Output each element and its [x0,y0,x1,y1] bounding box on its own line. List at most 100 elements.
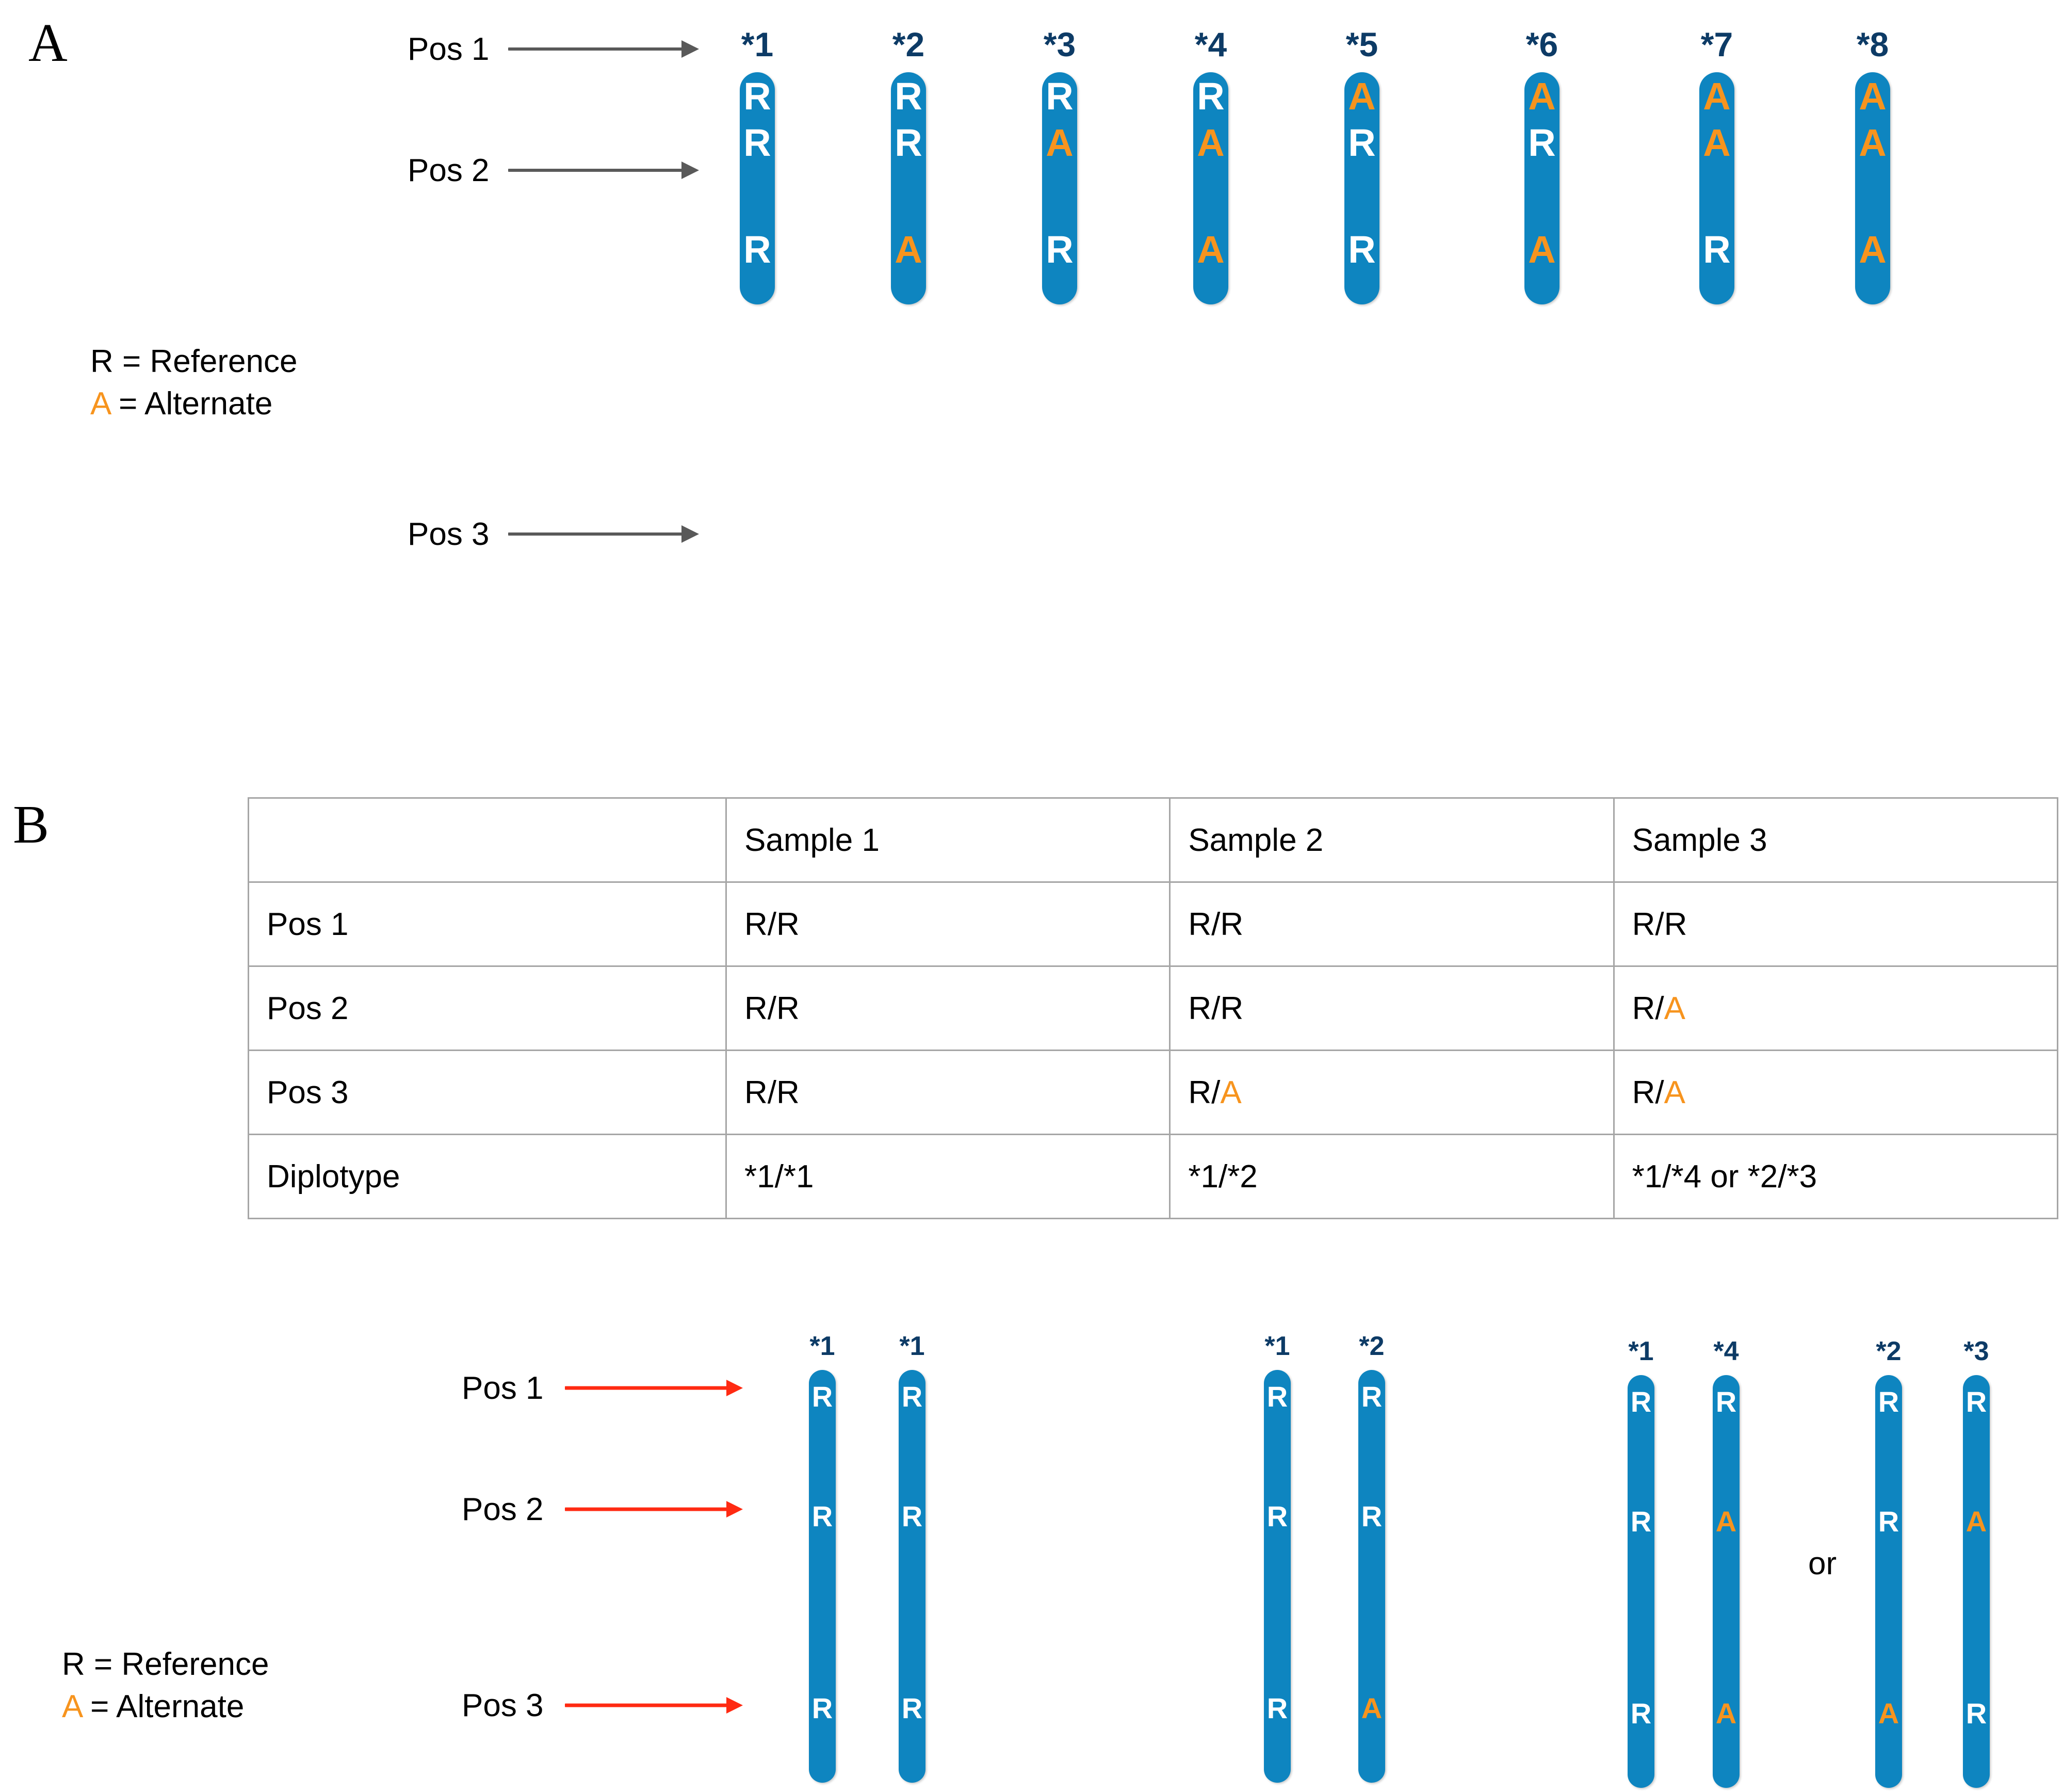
allele-pos2: R [1348,121,1376,165]
panel-label-a: A [28,12,68,73]
haplotype-name-label: *3 [1043,25,1076,63]
genotype-table: Sample 1 Sample 2 Sample 3 Pos 1 R/R R/R… [248,797,2059,1219]
allele-pos1: R [1361,1380,1383,1413]
haplotype-name-label: *1 [1264,1331,1290,1361]
haplotype-bar-shape [1524,72,1560,304]
sample1-haplotype-bar-1[interactable]: *1 R R R [809,1331,836,1783]
arrow-head [681,162,699,179]
pos2-label-panel-a: Pos 2 [408,153,490,188]
arrow-shaft [565,1507,728,1511]
legend-reference-letter: R [90,344,113,379]
haplotype-name-label: *5 [1345,25,1378,63]
sample2-haplotype-bar-2[interactable]: *2 R R A [1358,1331,1385,1783]
allele-pos2: R [1630,1505,1652,1538]
genotype-ref-part: R/ [1188,1074,1221,1110]
haplotype-name-label: *2 [1876,1336,1902,1366]
allele-pos3: A [1878,1697,1899,1730]
sample1-haplotype-bar-2[interactable]: *1 R R R [899,1331,925,1783]
table-row-pos3: Pos 3 R/R R/A R/A [248,1050,2059,1135]
haplotype-name-label: *1 [899,1331,925,1361]
allele-pos1: A [1859,75,1887,118]
legend-alternate-letter: A [62,1688,82,1724]
sample3-option1-haplotype-bar-2[interactable]: *4 R A A [1713,1336,1740,1788]
haplotype-name-label: *7 [1700,25,1733,63]
allele-pos2: R [743,121,771,165]
arrow-shaft [508,169,684,172]
legend-alternate-line: A = Alternate [90,383,298,425]
allele-pos1: R [1630,1385,1652,1418]
table-row-diplotype: Diplotype *1/*1 *1/*2 *1/*4 or *2/*3 [248,1134,2059,1219]
cell-diplotype-sample1: *1/*1 [725,1134,1171,1219]
sample3-option1-haplotype-bar-1[interactable]: *1 R R R [1628,1336,1654,1788]
sample3-option2-haplotype-bar-1[interactable]: *2 R R A [1875,1336,1902,1788]
allele-pos3: R [1703,228,1731,271]
haplotype-bar-shape [1193,72,1228,304]
allele-pos2: A [1965,1505,1987,1538]
haplotype-bar-shape [1963,1375,1990,1788]
allele-pos1: R [1046,75,1074,118]
haplotype-bar-star5[interactable]: *5 A R R [1344,25,1379,304]
allele-pos1: R [1197,75,1225,118]
allele-pos2: A [1046,121,1074,165]
genotype-ref-part: R/ [1632,990,1664,1026]
cell-pos2-sample3: R/A [1613,965,2059,1051]
haplotype-bar-shape [1344,72,1379,304]
haplotype-name-label: *6 [1525,25,1558,63]
haplotype-name-label: *1 [1628,1336,1654,1366]
genotype-ref-part: R/R [744,990,800,1026]
cell-pos3-sample3: R/A [1613,1050,2059,1135]
legend-reference-line: R = Reference [62,1643,269,1686]
genotype-ref-part: R/ [1632,1074,1664,1110]
pos3-label-panel-a: Pos 3 [408,516,490,552]
arrow-shaft [508,532,684,536]
column-header-sample-1: Sample 1 [725,797,1171,883]
sample2-haplotype-bar-1[interactable]: *1 R R R [1264,1331,1291,1783]
arrow-head [726,1380,743,1396]
arrow-head [726,1697,743,1714]
haplotype-name-label: *3 [1963,1336,1989,1366]
allele-pos2: R [1361,1500,1383,1532]
legend-reference-line: R = Reference [90,341,298,383]
pos1-label-panel-b: Pos 1 [462,1370,544,1406]
haplotype-name-label: *2 [892,25,925,63]
haplotype-bar-star8[interactable]: *8 A A A [1855,25,1890,304]
sample3-option2-haplotype-bar-2[interactable]: *3 R A R [1963,1336,1990,1788]
haplotype-bar-star3[interactable]: *3 R A R [1042,25,1077,304]
cell-diplotype-sample2: *1/*2 [1169,1134,1615,1219]
arrow-head [681,525,699,543]
allele-pos2: A [1703,121,1731,165]
legend-alternate-letter: A [90,385,110,422]
allele-pos1: R [1965,1385,1987,1418]
legend-panel-a: R = Reference A = Alternate [90,341,298,425]
allele-pos1: R [743,75,771,118]
haplotype-bar-star2[interactable]: *2 R R A [891,25,926,304]
haplotype-bar-shape [1628,1375,1654,1788]
allele-pos3: A [1361,1692,1383,1724]
haplotype-bar-shape [899,1370,925,1783]
allele-pos3: R [1046,228,1074,271]
row-label-pos1: Pos 1 [248,881,727,967]
haplotype-bar-shape [1264,1370,1291,1783]
allele-pos1: R [1266,1380,1288,1413]
haplotype-bar-shape [1358,1370,1385,1783]
allele-pos1: R [811,1380,833,1413]
row-label-pos3: Pos 3 [248,1050,727,1135]
cell-pos3-sample1: R/R [725,1050,1171,1135]
haplotype-name-label: *8 [1856,25,1889,63]
haplotype-bar-star4[interactable]: *4 R A A [1193,25,1228,304]
allele-pos3: A [1859,228,1887,271]
arrow-shaft [508,47,684,51]
haplotype-bar-star7[interactable]: *7 A A R [1699,25,1734,304]
haplotype-bar-shape [809,1370,836,1783]
cell-pos1-sample3: R/R [1613,881,2059,967]
allele-pos1: A [1703,75,1731,118]
cell-diplotype-sample3: *1/*4 or *2/*3 [1613,1134,2059,1219]
haplotype-name-label: *2 [1359,1331,1385,1361]
haplotype-bar-shape [1699,72,1734,304]
row-label-diplotype: Diplotype [248,1134,727,1219]
haplotype-bar-shape [891,72,926,304]
haplotype-bar-star6[interactable]: *6 A R A [1524,25,1560,304]
table-row-pos2: Pos 2 R/R R/R R/A [248,965,2059,1051]
haplotype-bar-star1[interactable]: *1 R R R [740,25,775,304]
legend-reference-text: = Reference [113,344,298,379]
